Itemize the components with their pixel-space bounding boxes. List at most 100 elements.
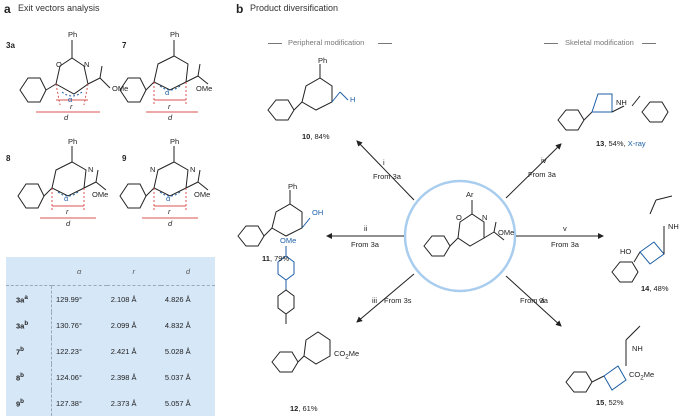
arrow-ii-from: From 3a bbox=[351, 240, 379, 249]
panel-b-title: Product diversification bbox=[250, 3, 339, 13]
row-d: 4.832 Å bbox=[164, 320, 191, 330]
label-7: 7 bbox=[122, 41, 127, 50]
center-structure bbox=[423, 200, 505, 257]
row-alpha: 122.23° bbox=[56, 346, 82, 356]
structure-8 bbox=[17, 146, 107, 219]
row-compound: 8b bbox=[6, 364, 52, 390]
n-3a: N bbox=[84, 60, 90, 69]
ph-11: Ph bbox=[288, 182, 298, 191]
table-header-row: α r d bbox=[6, 257, 215, 286]
yield-14: 14, 48% bbox=[641, 284, 669, 293]
group-10: H bbox=[350, 95, 356, 104]
structure-11 bbox=[237, 190, 311, 247]
row-alpha: 130.76° bbox=[56, 320, 82, 330]
nh-15: NH bbox=[632, 344, 643, 353]
arrow-i bbox=[356, 140, 415, 201]
row-compound: 3ab bbox=[6, 312, 52, 338]
row-alpha: 129.99° bbox=[56, 294, 82, 304]
n2-9: N bbox=[190, 165, 196, 174]
center-o: O bbox=[456, 213, 462, 222]
arrow-iii bbox=[356, 273, 415, 323]
r-7: r bbox=[168, 102, 171, 111]
arrow-i-from: From 3a bbox=[373, 172, 401, 181]
arrow-v-from: From 3a bbox=[551, 240, 579, 249]
panel-a-title: Exit vectors analysis bbox=[18, 3, 100, 13]
center-n: N bbox=[482, 213, 488, 222]
row-r: 2.373 Å bbox=[110, 398, 137, 408]
alpha-9: α bbox=[166, 194, 171, 203]
row-r: 2.099 Å bbox=[110, 320, 137, 330]
ph-10: Ph bbox=[318, 56, 328, 65]
table-header-alpha: α bbox=[51, 257, 107, 286]
row-compound: 9b bbox=[6, 390, 52, 416]
structure-13 bbox=[557, 93, 669, 131]
row-alpha: 127.38° bbox=[56, 398, 82, 408]
ome-9: OMe bbox=[194, 190, 211, 199]
yield-10: 10, 84% bbox=[302, 132, 330, 141]
row-compound: 7b bbox=[6, 338, 52, 364]
left-header-rule bbox=[268, 43, 282, 44]
arrow-ii-label: ii bbox=[364, 224, 368, 233]
label-8: 8 bbox=[6, 154, 11, 163]
d-7: d bbox=[168, 113, 173, 122]
n1-9: N bbox=[150, 165, 156, 174]
o-3a: O bbox=[56, 60, 62, 69]
yield-12: 12, 61% bbox=[290, 404, 318, 413]
structure-10 bbox=[267, 64, 349, 121]
ome-3a: OMe bbox=[112, 84, 129, 93]
right-header-rule-end bbox=[642, 43, 656, 44]
d-8: d bbox=[66, 219, 71, 228]
arrow-vi bbox=[505, 275, 562, 327]
d-9: d bbox=[168, 219, 173, 228]
table-header-compound bbox=[6, 257, 52, 286]
table-row: 3aa 129.99° 2.108 Å 4.826 Å bbox=[6, 285, 215, 312]
center-ome: OMe bbox=[498, 228, 515, 237]
r-9: r bbox=[168, 207, 171, 216]
row-d: 5.028 Å bbox=[164, 346, 191, 356]
table-row: 3ab 130.76° 2.099 Å 4.832 Å bbox=[6, 312, 215, 338]
ph-9: Ph bbox=[170, 137, 180, 146]
row-alpha: 124.06° bbox=[56, 372, 82, 382]
row-r: 2.398 Å bbox=[110, 372, 137, 382]
ome-8: OMe bbox=[92, 190, 109, 199]
table-row: 8b 124.06° 2.398 Å 5.037 Å bbox=[6, 364, 215, 390]
ester-15: CO2Me bbox=[629, 370, 655, 382]
arrow-iv-from: From 3a bbox=[528, 170, 556, 179]
arrow-iv bbox=[505, 143, 562, 199]
ph-3a: Ph bbox=[68, 30, 78, 39]
structure-14 bbox=[611, 195, 673, 283]
r-8: r bbox=[66, 207, 69, 216]
alpha-7: α bbox=[165, 88, 170, 97]
table-row: 7b 122.23° 2.421 Å 5.028 Å bbox=[6, 338, 215, 364]
center-highlight-circle bbox=[403, 179, 517, 293]
arrow-vi-label: vi bbox=[539, 296, 545, 305]
row-compound: 3aa bbox=[6, 285, 52, 312]
structure-9 bbox=[119, 146, 209, 219]
row-d: 4.826 Å bbox=[164, 294, 191, 304]
ph-8: Ph bbox=[68, 137, 78, 146]
structure-3a bbox=[19, 40, 111, 113]
panel-b-letter: b bbox=[236, 2, 244, 16]
structure-12 bbox=[271, 246, 331, 373]
alpha-8: α bbox=[64, 194, 69, 203]
nh-14: NH bbox=[668, 222, 679, 231]
structure-15 bbox=[565, 325, 641, 393]
ph-7: Ph bbox=[170, 30, 180, 39]
r-3a: r bbox=[70, 102, 73, 111]
arrow-iii-from: From 3s bbox=[384, 296, 412, 305]
row-r: 2.421 Å bbox=[110, 346, 137, 356]
left-section-header: Peripheral modification bbox=[288, 38, 365, 47]
ester-12: CO2Me bbox=[334, 349, 360, 361]
table-row: 9b 127.38° 2.373 Å 5.057 Å bbox=[6, 390, 215, 416]
label-9: 9 bbox=[122, 154, 127, 163]
panel-a-letter: a bbox=[4, 2, 11, 16]
group-12: OMe bbox=[280, 236, 297, 245]
center-ar: Ar bbox=[466, 190, 474, 199]
structure-7 bbox=[119, 40, 209, 113]
left-header-rule-end bbox=[378, 43, 392, 44]
row-d: 5.057 Å bbox=[164, 398, 191, 408]
arrow-iv-label: iv bbox=[541, 156, 547, 165]
table-header-d: d bbox=[160, 257, 215, 286]
arrow-iii-label: iii bbox=[372, 296, 377, 305]
